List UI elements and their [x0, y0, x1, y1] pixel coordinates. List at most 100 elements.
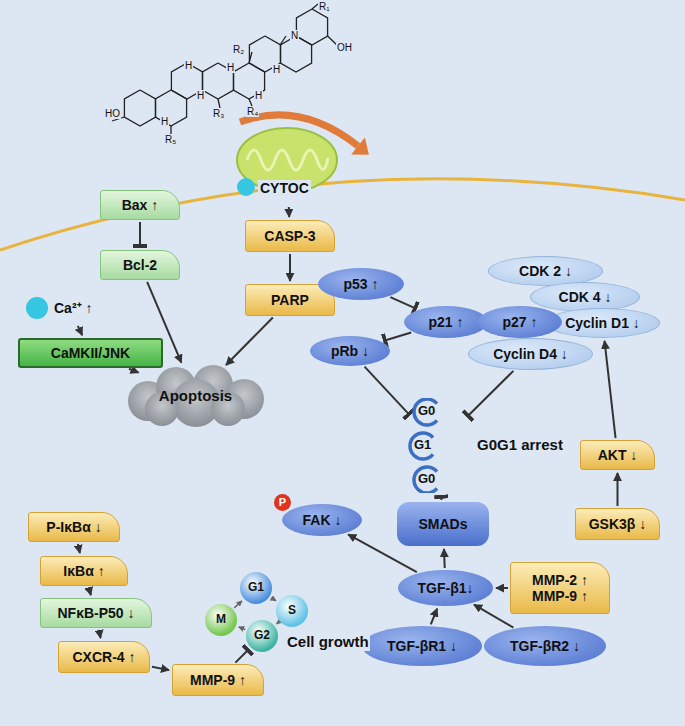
node-label: G0 [418, 472, 435, 487]
cell-cycle-phase: S [276, 595, 308, 627]
node-label: AKT ↓ [598, 447, 638, 463]
inhibition-connector [365, 367, 410, 415]
node-label: TGF-β1↓ [418, 580, 474, 596]
phospho-mark: P [274, 494, 291, 511]
protein-box: AKT ↓ [580, 440, 655, 470]
activation-connector [288, 207, 290, 217]
node-label: G0 [418, 404, 435, 419]
node-label: p27 ↑ [502, 314, 537, 330]
structure-label: H [226, 62, 235, 73]
structure-label: H [196, 90, 205, 101]
arrest-cycle: G0G1G0G0G1 arrest [405, 398, 471, 493]
node-label: Cyclin D1 ↓ [565, 315, 640, 331]
structure-label: R₄ [246, 106, 259, 117]
protein-box: SMADs [397, 502, 489, 546]
cyclin-ellipse: Cyclin D4 ↓ [468, 338, 593, 370]
protein-ellipse: FAK ↓ [282, 504, 362, 536]
ring-bond [124, 90, 155, 126]
structure-label: R₁ [318, 1, 331, 12]
node-label: S [288, 604, 296, 618]
protein-box: GSK3β ↓ [575, 508, 660, 540]
inhibition-connector [235, 649, 248, 662]
ion-dot [24, 295, 50, 321]
activation-connector [78, 544, 80, 553]
protein-ellipse: p27 ↑ [478, 306, 562, 338]
node-label: TGF-βR2 ↓ [510, 638, 580, 654]
protein-box: P-IκBα ↓ [28, 512, 120, 542]
cyclin-ellipse: Cyclin D1 ↓ [545, 308, 660, 338]
cell-cycle-phase: G1 [240, 572, 272, 604]
inhibition-connector [384, 333, 411, 341]
activation-connector [152, 667, 169, 670]
structure-label: OH [336, 42, 353, 53]
ring-bond [296, 9, 327, 45]
activation-connector [129, 369, 139, 373]
node-label: CASP-3 [264, 228, 315, 244]
node-label: p53 ↑ [343, 276, 378, 292]
protein-box: MMP-9 ↑ [172, 664, 264, 696]
node-label: FAK ↓ [303, 512, 342, 528]
activation-connector [431, 609, 437, 625]
node-label: CDK 4 ↓ [559, 289, 612, 305]
structure-label: R₅ [164, 134, 177, 145]
node-label: pRb ↓ [331, 343, 369, 359]
node-label: Ca²⁺ ↑ [54, 300, 92, 316]
cell-cycle-phase: M [205, 604, 237, 636]
node-label: MMP-9 ↑ [190, 672, 246, 688]
protein-box: MMP-2 ↑MMP-9 ↑ [510, 562, 610, 614]
node-label: Apoptosis [159, 387, 232, 404]
activation-connector [617, 473, 619, 506]
node-label: CDK 2 ↓ [519, 263, 572, 279]
structure-label: H [160, 116, 169, 127]
apoptosis-cloud: Apoptosis [118, 365, 273, 427]
activation-connector [89, 588, 91, 595]
activation-connector [605, 341, 616, 438]
inhibition-connector [440, 496, 442, 500]
protein-box: CXCR-4 ↑ [58, 641, 150, 673]
node-label: IκBα ↑ [63, 563, 104, 579]
structure-label: R₂ [232, 44, 245, 55]
node-label: PARP [271, 292, 309, 308]
node-label: p21 ↑ [428, 314, 463, 330]
node-label: CaMKII/JNK [51, 345, 130, 361]
activation-connector [496, 587, 508, 589]
node-label: CYTOC [258, 180, 311, 196]
structure-label: HO [104, 108, 121, 119]
ion-node: Ca²⁺ ↑ [22, 292, 117, 324]
activation-connector [226, 317, 273, 365]
protein-ellipse: TGF-βR1 ↓ [362, 626, 482, 666]
activation-connector [234, 601, 242, 608]
protein-box: NFκB-P50 ↓ [40, 598, 152, 628]
node-label: P-IκBα ↓ [46, 519, 101, 535]
activation-connector [99, 630, 100, 638]
substituent-bond [280, 36, 286, 45]
protein-ellipse: p21 ↑ [404, 306, 488, 338]
structure-label: R₃ [212, 108, 225, 119]
mitochondrion: CYTOC [232, 125, 342, 205]
protein-ellipse: pRb ↓ [310, 336, 390, 366]
protein-ellipse: TGF-β1↓ [398, 570, 493, 606]
kinase-box: CaMKII/JNK [18, 338, 163, 368]
structure-label: H [254, 90, 263, 101]
node-label: G2 [254, 629, 270, 643]
protein-ellipse: p53 ↑ [318, 268, 404, 300]
structure-label: H [272, 64, 281, 75]
node-label: Bcl-2 [123, 257, 157, 273]
cyclin-ellipse: CDK 4 ↓ [530, 282, 640, 312]
activation-connector [289, 254, 291, 281]
substituent-bond [249, 99, 252, 106]
drug-arrowhead [351, 137, 369, 154]
node-label: TGF-βR1 ↓ [387, 638, 457, 654]
protein-box: Bcl-2 [100, 250, 180, 280]
node-label: G0G1 arrest [477, 436, 563, 453]
cell-cycle-phase: G2 [246, 620, 278, 652]
protein-ellipse: TGF-βR2 ↓ [484, 626, 606, 666]
node-label: G1 [414, 438, 431, 453]
substituent-bond [249, 52, 252, 63]
node-label: M [216, 613, 226, 627]
node-label: G1 [248, 581, 264, 595]
node-label: MMP-9 ↑ [532, 588, 588, 604]
substituent-bond [170, 126, 171, 134]
activation-connector [271, 598, 276, 601]
node-label: CXCR-4 ↑ [72, 649, 135, 665]
